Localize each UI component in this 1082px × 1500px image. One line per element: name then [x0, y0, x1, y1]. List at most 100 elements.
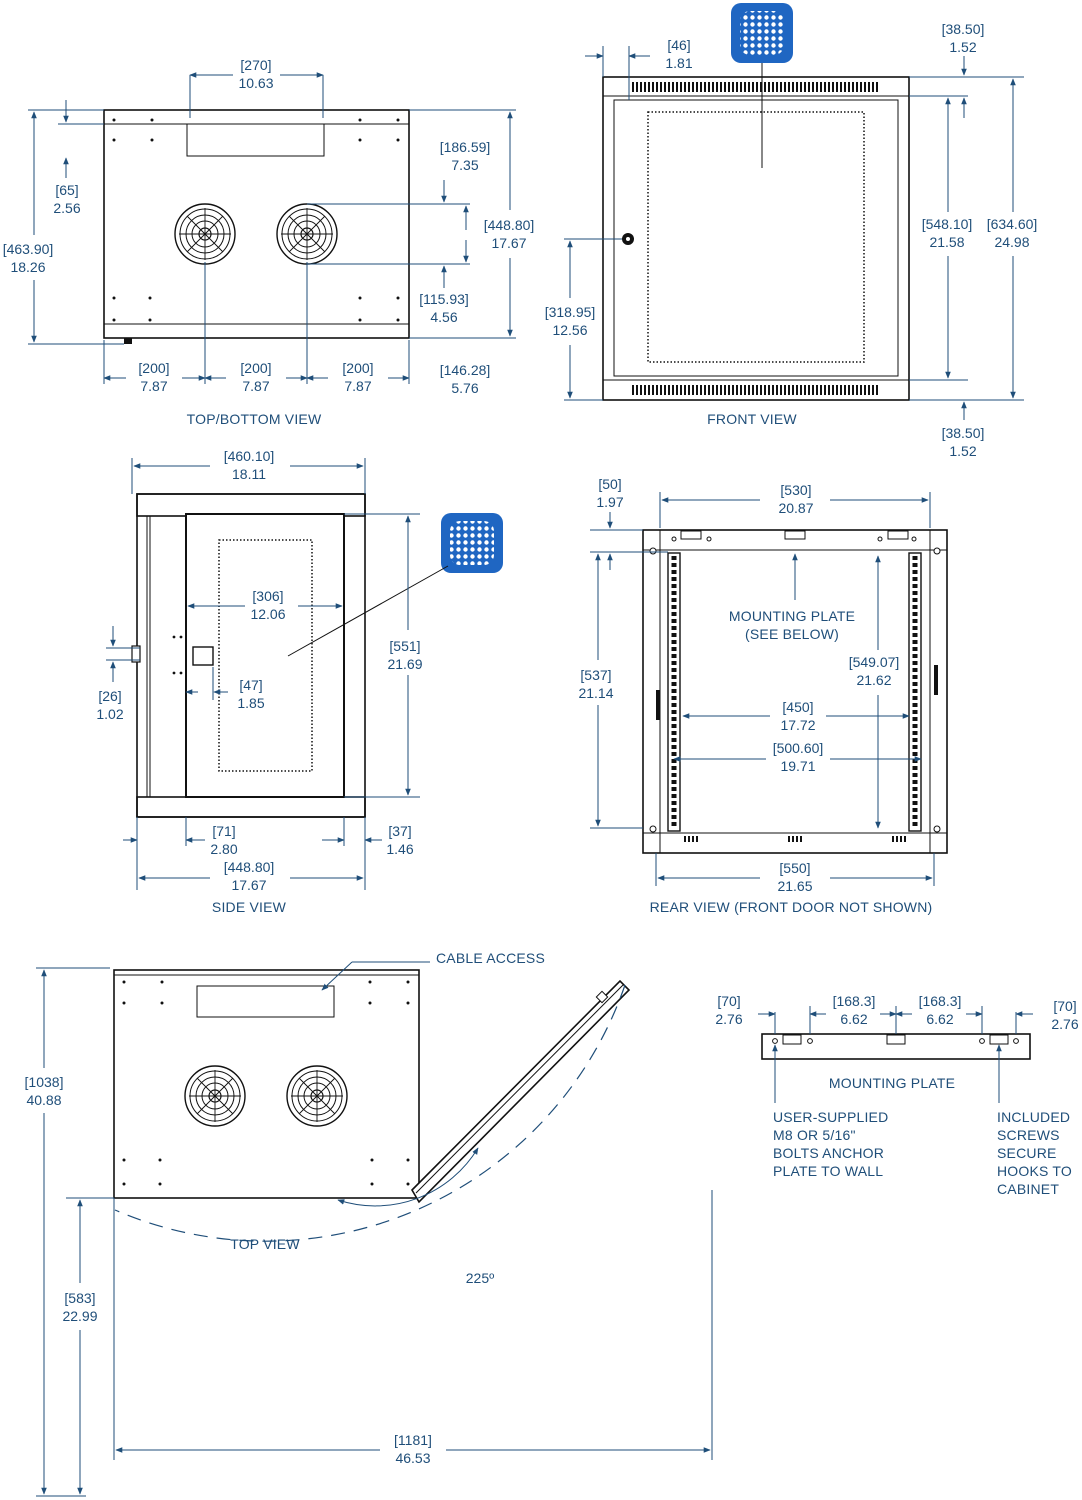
mounting-rail	[908, 552, 922, 832]
angle-label: 225º	[466, 1270, 494, 1286]
vent-slots	[632, 385, 880, 395]
dim-in: 1.97	[596, 494, 623, 510]
swing-angle-arc	[337, 1147, 479, 1207]
dim-mm: [37]	[388, 823, 411, 839]
front-view: [46] 1.81 [38.50] 1.52 [548.10] 21.58 [6…	[545, 3, 1038, 459]
dim-mm: [38.50]	[942, 21, 985, 37]
mounting-plate-view: [70] 2.76 [168.3] 6.62 [168.3] 6.62 [70]…	[715, 993, 1078, 1197]
plate-label: MOUNTING PLATE	[829, 1075, 955, 1091]
dim-in: 2.80	[210, 841, 237, 857]
dim-in: 21.65	[777, 878, 812, 894]
dim-in: 2.56	[53, 200, 80, 216]
dim-in: 1.46	[386, 841, 413, 857]
fan-icon	[174, 203, 236, 265]
dim-in: 18.11	[232, 466, 266, 482]
dim-in: 1.81	[665, 55, 692, 71]
dim-mm: [306]	[252, 588, 283, 604]
top-bottom-view: [270] 10.63 [65] 2.56 [463.90] 18.26 [18…	[3, 57, 535, 427]
dim-mm: [168.3]	[919, 993, 962, 1009]
dim-in: 18.26	[10, 259, 45, 275]
dim-in: 5.76	[451, 380, 478, 396]
dim-in: 20.87	[778, 500, 813, 516]
dim-mm: [549.07]	[849, 654, 900, 670]
fan-icon	[276, 203, 338, 265]
vent-slots	[632, 82, 880, 92]
dim-in: 21.69	[387, 656, 422, 672]
dim-mm: [270]	[240, 57, 271, 73]
dim-in: 6.62	[926, 1011, 953, 1027]
cable-access-cutout	[196, 985, 335, 1018]
dim-in: 22.99	[62, 1308, 97, 1324]
dim-in: 1.52	[949, 443, 976, 459]
dim-mm: [318.95]	[545, 304, 596, 320]
dim-mm: [634.60]	[987, 216, 1038, 232]
rear-view: [530] 20.87 [50] 1.97 [537] 21.14 MOUNTI…	[578, 476, 948, 915]
dim-in: 2.76	[715, 1011, 742, 1027]
dim-mm: [583]	[64, 1290, 95, 1306]
door-swing-arc	[114, 984, 626, 1242]
dim-mm: [70]	[1053, 998, 1076, 1014]
dim-mm: [551]	[389, 638, 420, 654]
dim-in: 24.98	[994, 234, 1029, 250]
dim-mm: [463.90]	[3, 241, 54, 257]
dim-in: 17.72	[780, 717, 815, 733]
dim-in: 7.87	[140, 378, 167, 394]
dim-in: 2.76	[1051, 1016, 1078, 1032]
dim-in: 17.67	[491, 235, 526, 251]
dim-mm: [530]	[780, 482, 811, 498]
note-right-line: INCLUDED	[997, 1109, 1070, 1125]
dim-mm: [200]	[138, 360, 169, 376]
dim-mm: [26]	[98, 688, 121, 704]
dim-in: 21.58	[929, 234, 964, 250]
side-view: [460.10] 18.11 [306] 12.06 [551] 21.69 […	[96, 448, 503, 915]
dim-mm: [146.28]	[440, 362, 491, 378]
cabinet-front	[602, 76, 910, 401]
dim-mm: [50]	[598, 476, 621, 492]
note-right-line: SECURE	[997, 1145, 1057, 1161]
dim-mm: [448.80]	[224, 859, 275, 875]
dim-in: 46.53	[395, 1450, 430, 1466]
fan-icon	[184, 1065, 246, 1127]
note-right-line: CABINET	[997, 1181, 1059, 1197]
dim-in: 7.87	[242, 378, 269, 394]
dim-mm: [168.3]	[833, 993, 876, 1009]
dim-in: 10.63	[238, 75, 273, 91]
dim-mm: [200]	[342, 360, 373, 376]
dim-in: 1.52	[949, 39, 976, 55]
dim-in: 1.02	[96, 706, 123, 722]
dim-mm: [450]	[782, 699, 813, 715]
dim-in: 17.67	[231, 877, 266, 893]
dim-in: 6.62	[840, 1011, 867, 1027]
dim-mm: [537]	[580, 667, 611, 683]
dim-mm: [38.50]	[942, 425, 985, 441]
dim-mm: [1181]	[394, 1432, 432, 1448]
door-window	[218, 539, 313, 772]
dim-mm: [47]	[239, 677, 262, 693]
side-top-rail	[136, 493, 366, 517]
door-window	[647, 111, 865, 363]
mounting-rail	[667, 552, 681, 832]
dim-in: 21.62	[856, 672, 891, 688]
note-left-line: PLATE TO WALL	[773, 1163, 883, 1179]
dim-mm: [186.59]	[440, 139, 491, 155]
dim-in: 4.56	[430, 309, 457, 325]
cable-access-label: CABLE ACCESS	[436, 950, 545, 966]
dim-in: 40.88	[26, 1092, 61, 1108]
note-left-line: M8 OR 5/16"	[773, 1127, 856, 1143]
dim-mm: [70]	[717, 993, 740, 1009]
dim-mm: [448.80]	[484, 217, 535, 233]
note-left-line: USER-SUPPLIED	[773, 1109, 888, 1125]
top-bottom-panel	[103, 109, 410, 339]
side-bottom-rail	[136, 796, 366, 818]
view-label: REAR VIEW (FRONT DOOR NOT SHOWN)	[650, 899, 933, 915]
top-view: 225º CABLE ACCESS TOP VIEW [1038] 40.88 …	[25, 950, 713, 1497]
dim-in: 12.56	[552, 322, 587, 338]
note-right-line: HOOKS TO	[997, 1163, 1072, 1179]
view-label: SIDE VIEW	[212, 899, 287, 915]
dim-in: 1.85	[237, 695, 264, 711]
dim-mm: [1038]	[25, 1074, 64, 1090]
dim-mm: [500.60]	[773, 740, 824, 756]
view-label: FRONT VIEW	[707, 411, 797, 427]
dim-mm: [200]	[240, 360, 271, 376]
